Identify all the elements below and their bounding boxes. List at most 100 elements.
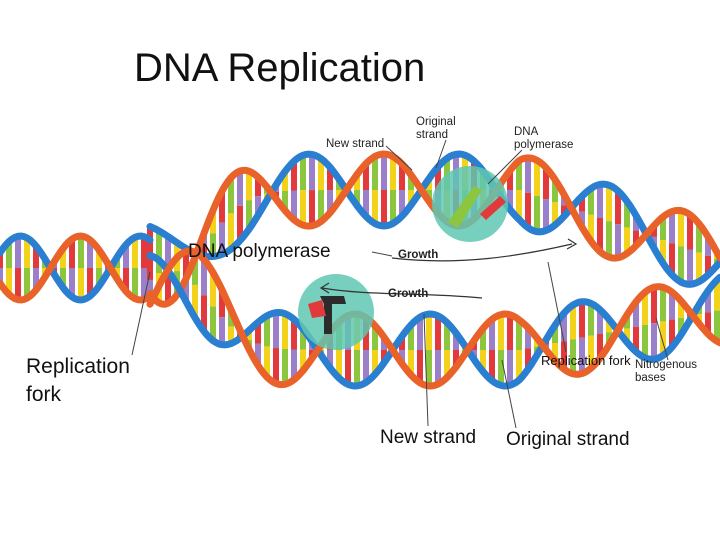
enzyme-left-base-red [308,300,326,318]
base-pair-upper-27-a [390,156,396,190]
base-pair-upper-12-b [255,196,261,216]
base-pair-lower-30-b [417,350,423,383]
base-pair-upper-62-a [705,236,711,256]
base-pair-lower-32-a [435,315,441,350]
base-pair-upper-16-a [291,161,297,191]
base-pair-left-parent-3-a [24,237,30,268]
base-pair-lower-26-b [381,349,387,363]
base-pair-upper-57-b [660,240,666,264]
base-pair-upper-45-a [552,179,558,203]
base-pair-upper-6-b [201,244,207,256]
base-pair-lower-13-b [264,346,270,378]
label-new-strand-bottom: New strand [380,427,477,448]
base-pair-lower-55-b [642,325,648,358]
base-pair-lower-8-b [219,317,225,345]
base-pair-left-parent-4-a [33,246,39,268]
base-pair-lower-40-a [507,314,513,350]
base-pair-lower-9-b [228,326,234,344]
base-pair-lower-55-a [642,292,648,325]
base-pair-upper-12-a [255,177,261,197]
base-pair-left-parent-4-b [33,268,39,290]
enzyme-left-sphere [298,274,374,350]
enzyme-left-base-dark [320,296,346,334]
page-title: DNA Replication [134,46,426,90]
base-pair-lower-49-a [588,303,594,336]
leader-dna-polymerase-left [371,251,393,257]
base-pair-left-parent-11-a [96,249,102,268]
base-pair-upper-62-b [705,255,711,275]
enzyme-top-base-red [480,196,506,220]
base-pair-lower-56-b [651,323,657,360]
base-pair-lower-34-a [453,333,459,350]
backbone-upper-blue [146,150,720,288]
base-pair-lower-33-a [444,322,450,350]
base-pair-upper-56-a [651,225,657,237]
base-pair-left-parent-3-b [24,268,30,299]
base-pair-lower-45-a [552,325,558,343]
base-pair-upper-20-b [327,190,333,213]
base-pair-upper-57-a [660,216,666,241]
base-pair-upper-17-a [300,155,306,191]
base-pair-lower-21-b [336,349,342,379]
base-pair-upper-24-b [363,190,369,217]
base-pair-lower-54-a [633,301,639,327]
base-pair-upper-8-b [219,222,225,255]
base-pair-upper-15-a [282,171,288,192]
base-pair-left-parent-14-a [123,244,129,268]
base-pair-upper-54-a [633,215,639,231]
base-pair-lower-63-b [714,310,720,342]
base-pair-lower-47-b [570,339,576,374]
base-pair-lower-29-a [408,325,414,350]
base-pair-upper-17-b [300,190,306,226]
base-pair-upper-18-b [309,190,315,226]
base-pair-left-parent-8-b [69,268,75,297]
base-pair-upper-50-a [597,184,603,218]
base-pair-lower-8-a [219,289,225,318]
base-pair-upper-42-b [525,192,531,228]
base-pair-upper-49-a [588,188,594,215]
base-pair-lower-63-a [714,279,720,311]
base-pair-left-parent-16-a [141,236,147,268]
base-pair-lower-15-a [282,313,288,349]
base-pair-left-parent-1-a [6,241,12,268]
base-pair-lower-17-a [300,328,306,350]
leader-new-strand-top [385,145,413,171]
base-pair-upper-60-b [687,249,693,285]
base-pair-upper-52-a [615,190,621,225]
base-pair-left-parent-11-b [96,268,102,287]
base-pair-lower-48-b [579,337,585,374]
base-pair-lower-30-a [417,317,423,350]
base-pair-upper-51-a [606,185,612,222]
base-pair-lower-47-a [570,305,576,340]
base-pair-lower-14-b [273,348,279,384]
base-pair-upper-23-a [354,174,360,191]
base-pair-lower-51-a [606,319,612,333]
base-pair-upper-49-b [588,214,594,242]
base-pair-left-parent-1-b [6,268,12,295]
base-pair-lower-53-b [624,328,630,343]
leader-replication-fork-left [131,271,151,356]
base-pair-upper-44-b [543,199,549,231]
backbone-left-parent-orange [0,232,154,304]
base-pair-lower-6-b [201,295,207,332]
base-pair-upper-2-a [165,236,171,270]
label-growth-bottom: Growth [388,288,429,300]
base-pair-lower-25-a [372,325,378,350]
base-pair-upper-46-b [561,205,567,217]
base-pair-upper-11-a [246,171,252,201]
base-pair-lower-50-a [597,309,603,334]
label-leader-lines [131,139,669,429]
base-pair-lower-50-b [597,334,603,359]
base-pair-lower-6-a [201,259,207,296]
base-pair-upper-8-a [219,191,225,223]
base-pair-lower-41-a [516,319,522,350]
base-pair-lower-1-a [156,260,162,274]
base-pair-upper-7-a [210,210,216,234]
base-pair-left-parent-7-a [60,248,66,268]
base-pair-lower-37-a [480,328,486,350]
base-pair-left-parent-0-b [0,268,3,284]
base-pair-upper-27-b [390,190,396,224]
base-pair-lower-53-a [624,314,630,329]
base-pair-lower-62-b [705,312,711,334]
backbone-lower-orange [146,247,720,390]
